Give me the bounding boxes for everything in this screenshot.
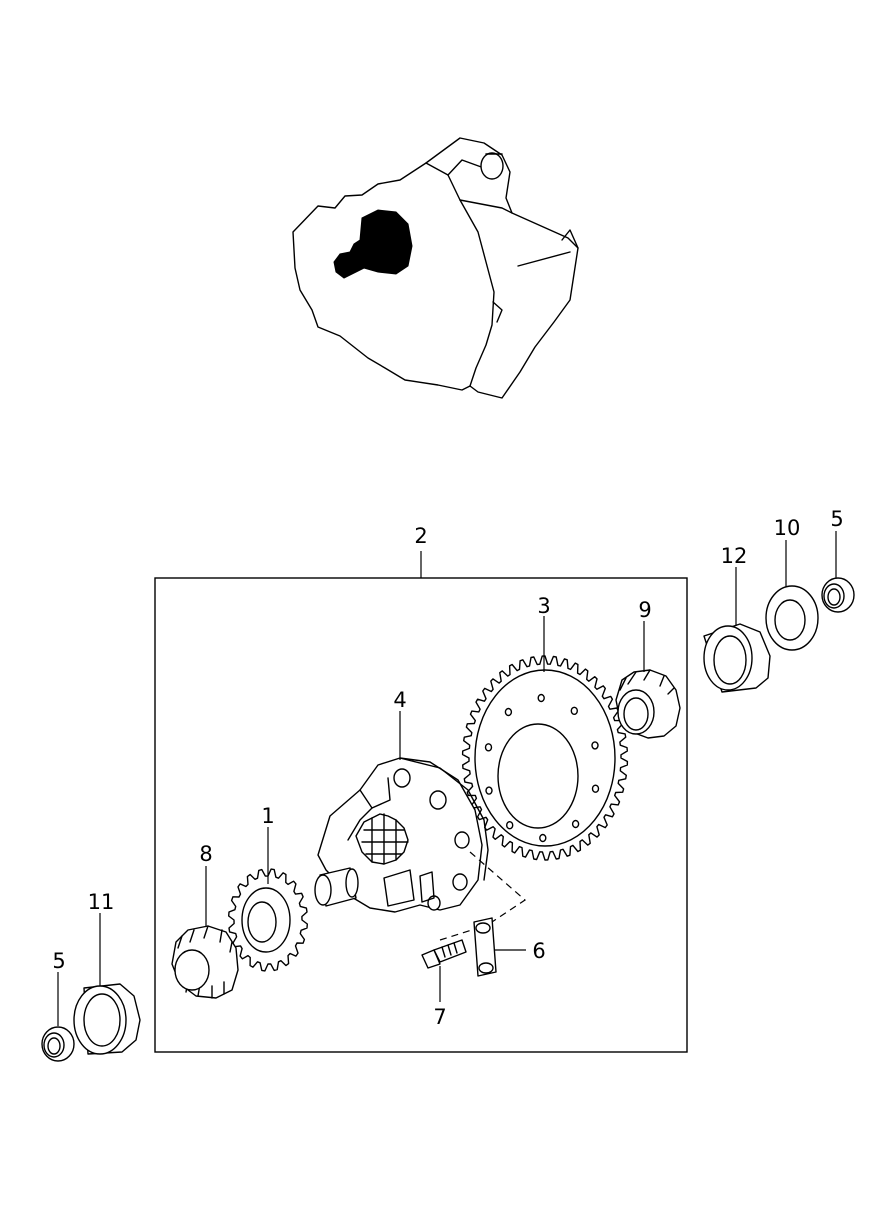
callout-7: 7 <box>433 1005 446 1029</box>
differential-location-highlight <box>333 209 413 279</box>
shim <box>765 585 819 651</box>
callout-8: 8 <box>199 842 212 866</box>
transaxle-case-illustration <box>292 137 579 399</box>
ring-gear-bolt-hole <box>591 784 600 793</box>
ring-gear-bolt-hole <box>484 743 493 752</box>
callout-12: 12 <box>721 544 748 568</box>
ring-gear-bolt-hole <box>506 821 514 830</box>
callout-4: 4 <box>393 688 406 712</box>
assembly-dashed-line-bolt <box>439 927 479 941</box>
callout-5-right: 5 <box>830 507 843 531</box>
side-gear-9 <box>615 669 681 739</box>
ring-gear-bolt-hole <box>570 706 578 715</box>
callout-11: 11 <box>88 890 115 914</box>
ring-gear-bolt-hole <box>485 786 493 795</box>
ring-gear-bolt-hole <box>571 819 580 829</box>
bearing-outer-race-12 <box>703 623 771 693</box>
ring-gear-bolt-hole <box>537 693 545 703</box>
oil-seal-right <box>821 577 855 613</box>
assembly-dashed-line <box>469 851 526 931</box>
side-gear-1 <box>228 868 308 972</box>
bearing-outer-race-11 <box>73 983 141 1055</box>
ring-gear <box>461 655 629 861</box>
oil-seal-left <box>41 1026 75 1062</box>
ring-gear-bolt-hole <box>539 833 547 843</box>
callout-6: 6 <box>532 939 545 963</box>
callout-2: 2 <box>414 524 427 548</box>
differential-case <box>314 757 489 913</box>
bearing-inner-race <box>171 925 239 999</box>
callout-1: 1 <box>261 804 274 828</box>
callout-5-left: 5 <box>52 949 65 973</box>
lock-plate <box>473 917 497 977</box>
callout-3: 3 <box>537 594 550 618</box>
callout-10: 10 <box>774 516 801 540</box>
ring-gear-bolt-hole <box>591 741 599 750</box>
bolt <box>421 939 467 969</box>
ring-gear-bolt-hole <box>504 707 513 717</box>
callout-9: 9 <box>638 598 651 622</box>
